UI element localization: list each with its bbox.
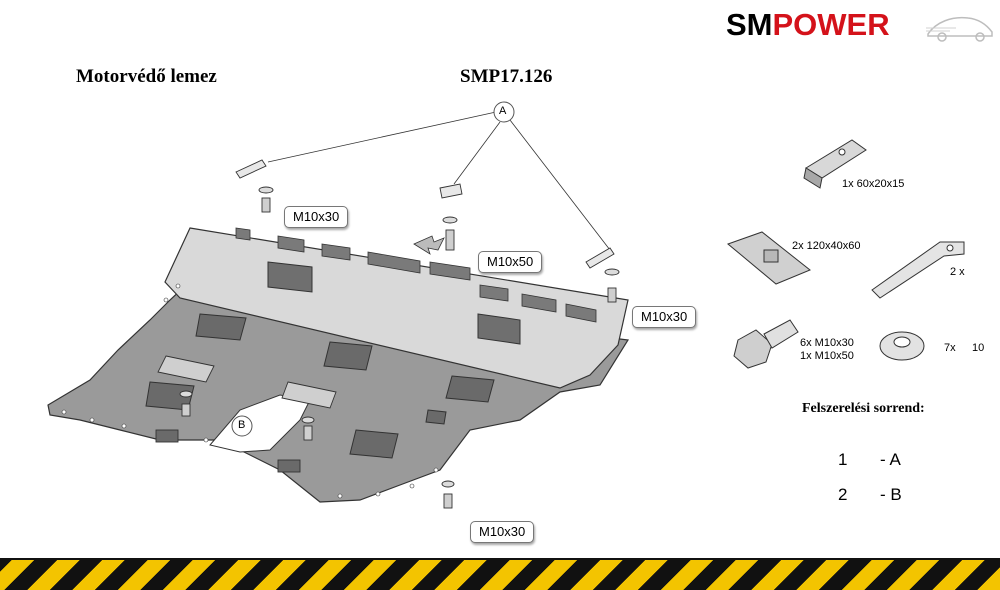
brand-logo: SMPOWER [726,6,996,46]
hazard-stripe-border [0,558,1000,561]
front-arrow-icon [413,235,445,255]
brand-wordmark: SMPOWER [726,8,890,42]
edge-holes [61,283,439,499]
flange-teeth [235,227,597,323]
sequence-step-1-value: - A [880,450,901,469]
brand-power: POWER [772,7,890,42]
hardware-bracket-icon [803,139,867,189]
hardware-washer-size: 10 [972,342,985,354]
sequence-title: Felszerelési sorrend: [802,401,925,416]
car-silhouette-icon [926,16,993,42]
hardware-plate-label: 2x 120x40x60 [792,240,861,252]
callout-bolt-right: M10x30 [632,306,697,328]
flange-cutouts [267,261,521,345]
callout-bolt-left: M10x30 [284,206,349,228]
sequence-step-2-value: - B [880,485,902,504]
marker-b-circle [231,415,253,437]
marker-a: A [499,105,507,117]
hardware-plate-icon [727,231,811,285]
bottom-tabs [155,429,301,473]
hardware-tab-strip-icon [871,241,965,299]
brand-sm: SM [726,7,773,42]
center-opening [209,394,311,453]
hardware-washer-qty: 7x [944,342,956,354]
washers [179,186,620,488]
bolts [181,197,617,509]
hazard-stripe [0,560,1000,590]
part-number: SMP17.126 [460,66,553,87]
callout-bolt-bottom: M10x30 [470,521,535,543]
hardware-bracket-label: 1x 60x20x15 [842,178,905,190]
hardware-washer-icon [879,331,925,361]
hardware-bolts-label-1: 6x M10x30 [800,337,854,349]
marker-b: B [238,419,246,431]
hardware-tab-strip-label: 2 x [950,266,965,278]
marker-a-circle [493,101,515,123]
b-brackets [157,355,337,409]
hardware-bolt-icon [733,319,799,369]
page-title: Motorvédő lemez [76,66,217,87]
skid-plate-drawing [47,101,965,509]
hardware-bolts-label-2: 1x M10x50 [800,350,854,362]
callout-bolt-center: M10x50 [478,251,543,273]
sequence-step-2-num: 2 [838,485,848,504]
sequence-step-1-num: 1 [838,450,848,469]
fastener-strips [235,159,615,269]
